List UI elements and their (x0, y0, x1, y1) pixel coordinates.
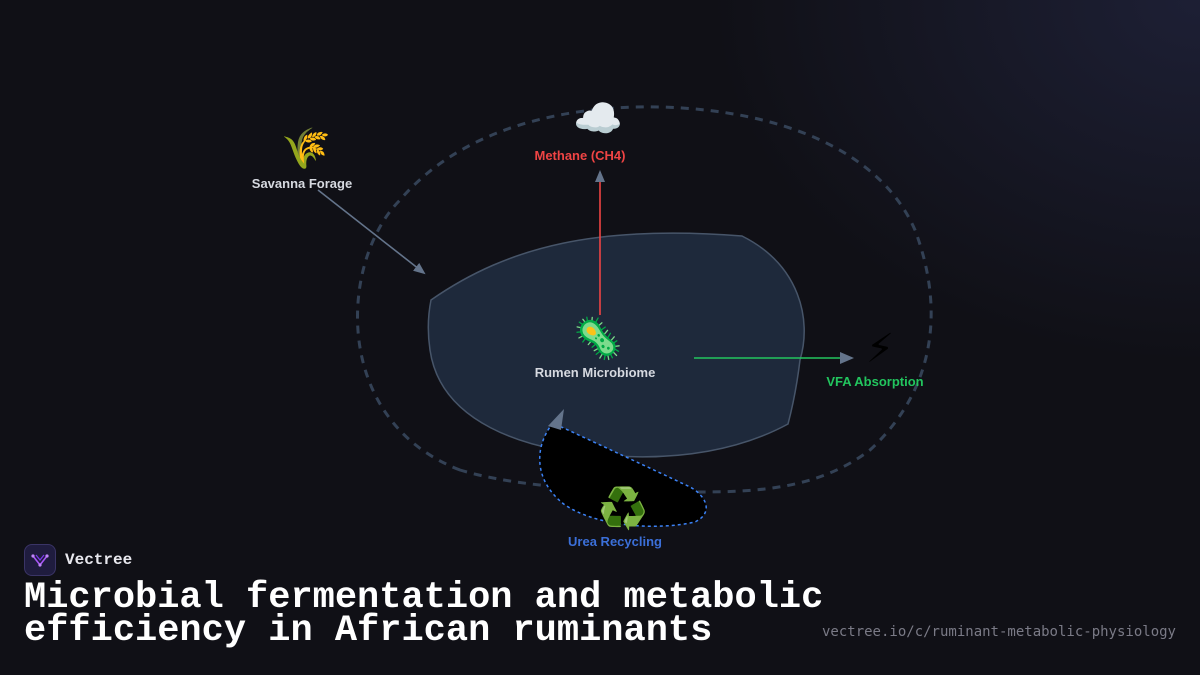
recycle-icon: ♻️ (598, 485, 648, 532)
cloud-icon: ☁️ (573, 96, 623, 142)
savanna-forage-label: Savanna Forage (252, 176, 352, 191)
wheat-icon: 🌾 (281, 126, 331, 172)
outer-cycle-boundary (356, 105, 933, 494)
urea-recycling-label: Urea Recycling (568, 534, 662, 549)
forage-to-rumen-arrow (317, 189, 426, 275)
vfa-absorption-label: VFA Absorption (826, 374, 923, 389)
brand: Vectree (24, 544, 132, 576)
urea-recycling-lobe (538, 422, 707, 528)
brand-name: Vectree (65, 551, 133, 569)
rumen-shape (427, 232, 805, 458)
vectree-logo-icon (24, 544, 56, 576)
urea-return-arrowhead (548, 409, 564, 430)
microbe-icon: 🦠 (573, 315, 623, 362)
rumen-microbiome-label: Rumen Microbiome (535, 365, 656, 380)
methane-label: Methane (CH4) (534, 148, 625, 163)
page-title: Microbial fermentation and metabolic eff… (24, 577, 824, 652)
source-url[interactable]: vectree.io/c/ruminant-metabolic-physiolo… (821, 624, 1176, 640)
lightning-icon: ⚡ (866, 326, 894, 372)
